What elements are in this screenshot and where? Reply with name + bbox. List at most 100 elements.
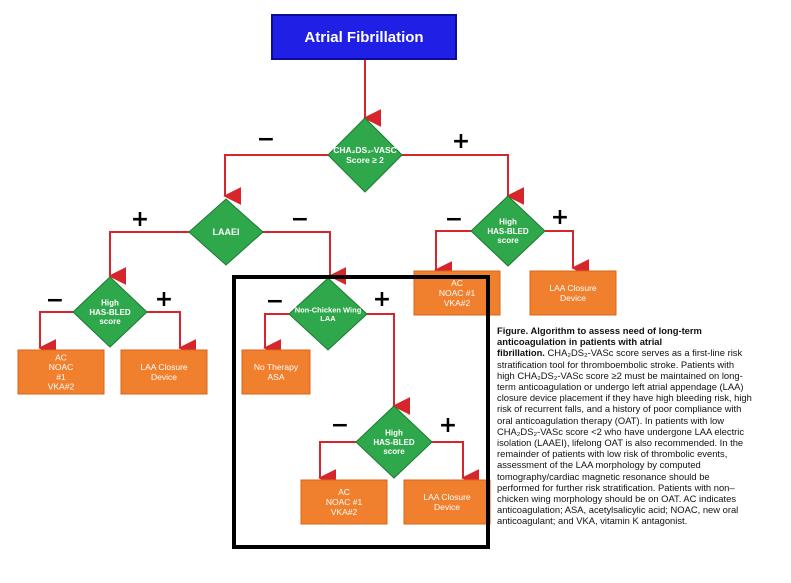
plus-sign: + [155,287,173,312]
caption-line: performed for further risk stratificatio… [497,481,735,493]
outcome-label-ac_left-line: VKA#2 [48,382,75,392]
arrow-hbl-left-plus [145,311,197,357]
arrow-laaei-plus [108,231,190,285]
outcome-label-ac_left-line: AC [55,352,67,362]
outcome-box-ac_bottom [300,479,388,525]
decision-label-root_decision-line: Score ≥ 2 [346,155,384,165]
decision-label-hasbled_left-line: score [99,317,121,326]
caption-line: closure device placement if they have hi… [497,392,752,404]
title-box: Atrial Fibrillation [271,14,457,60]
outcome-label-ac_bottom-line: AC [338,487,350,497]
caption-line: term anticoagulation or undergo left atr… [497,381,744,393]
decision-label-laaei-line: LAAEI [213,227,240,237]
outcome-label-ac_bottom-line: VKA#2 [331,507,358,517]
caption-title-line-1: Figure. Algorithm to assess need of long… [497,325,702,336]
outcome-label-ac_right-line: VKA#2 [444,298,471,308]
caption-title-line-2: anticoagulation in patients with atrial [497,336,663,348]
caption-line: assessment of the LAA morphology by comp… [497,459,701,471]
plus-sign: + [439,413,457,438]
minus-sign: − [291,207,309,232]
decision-label-laaei: LAAEI [213,227,240,237]
caption-line: high CHA₂DS₂-VASc score ≥2 must be maint… [497,369,743,381]
caption-line: risk of recurrent falls, and a history o… [497,403,742,415]
caption-line: chicken wing morphology should be on OAT… [497,493,737,505]
arrow-root-plus [400,154,525,205]
outcome-box-laa_left [120,349,208,395]
caption-line: anticoagulant; and VKA, vitamin K antago… [497,515,688,527]
minus-sign: − [266,289,284,314]
outcome-label-laa_right-line: Device [560,293,586,303]
arrow-cw-minus [263,313,290,357]
caption-line-first: fibrillation. CHA₂DS₂-VASc score serves … [497,347,787,358]
plus-sign: + [373,287,391,312]
decision-label-chicken_wing-line: LAA [320,314,336,323]
outcome-label-ac_bottom-line: NOAC #1 [326,497,363,507]
connector-lines [38,60,590,487]
decision-label-hasbled_bottom-line: HAS-BLED [373,438,415,447]
arrow-root-minus [223,154,330,205]
outcome-label-no_therapy-line: No Therapy [254,362,299,372]
decision-label-hasbled_bottom-line: High [385,429,403,438]
caption-line: remainder of patients with low risk of t… [497,448,728,460]
arrow-hbl-bottom-minus [318,441,357,487]
arrow-hbl-right-minus [434,230,472,279]
outcome-box-laa_right [529,270,617,316]
outcome-label-laa_bottom-line: Device [434,502,460,512]
caption-line: tomography/cardiac magnetic resonance sh… [497,470,710,482]
decision-label-hasbled_left-line: HAS-BLED [89,308,131,317]
outcome-label-no_therapy-line: ASA [267,372,284,382]
decision-diamond-laaei [188,198,264,266]
caption-first-rest: CHA₂DS₂-VASc score serves as a first-lin… [544,347,743,359]
arrow-cw-plus [365,313,411,415]
decision-label-root_decision-line: CHA₂DS₂-VASC [333,145,397,155]
plus-sign: + [551,205,569,230]
decision-label-chicken_wing-line: Non-Chicken Wing [295,305,362,314]
decision-diamond-chicken_wing [288,277,368,351]
decision-diamond-root_decision [327,117,403,193]
decision-label-hasbled_right-line: score [497,236,519,245]
caption-line: oral anticoagulation therapy (OAT). In p… [497,414,725,426]
caption-line: anticoagulation; ASA, acetylsalicylic ac… [497,504,739,516]
outcome-label-laa_left-line: LAA Closure [140,362,188,372]
outcome-label-laa_bottom-line: LAA Closure [423,492,471,502]
title-text: Atrial Fibrillation [304,28,424,46]
minus-sign: − [46,288,64,313]
minus-sign: − [257,127,275,152]
caption-line: CHA₂DS₂-VASc score <2 who have undergone… [497,425,745,437]
outcome-label-laa_right-line: LAA Closure [549,283,597,293]
arrow-laaei-minus [262,231,347,285]
arrow-hbl-left-minus [38,311,75,357]
decision-label-hasbled_right-line: High [499,218,517,227]
plus-sign: + [452,129,470,154]
arrow-hbl-bottom-plus [430,441,480,487]
outcome-label-ac_right-line: AC [451,278,463,288]
outcome-box-no_therapy [241,349,311,395]
caption-bold-lead: fibrillation. [497,347,545,359]
arrow-hbl-right-plus [545,230,590,277]
caption-line: isolation (LAAEI), lifelong OAT is also … [497,437,744,449]
outcome-box-ac_left [17,349,105,395]
outcome-label-ac_right-line: NOAC #1 [439,288,476,298]
caption-line: stratification tool for thromboembolic s… [497,358,735,370]
minus-sign: − [445,207,463,232]
decision-diamond-hasbled_bottom [355,405,433,479]
figure-caption: Figure. Algorithm to assess need of long… [497,325,787,527]
highlight-frame [232,275,490,549]
plus-sign: + [131,207,149,232]
outcome-label-laa_left-line: Device [151,372,177,382]
outcome-box-laa_bottom [403,479,491,525]
decision-label-hasbled_bottom-line: score [383,447,405,456]
decision-label-hasbled_left-line: High [101,299,119,308]
